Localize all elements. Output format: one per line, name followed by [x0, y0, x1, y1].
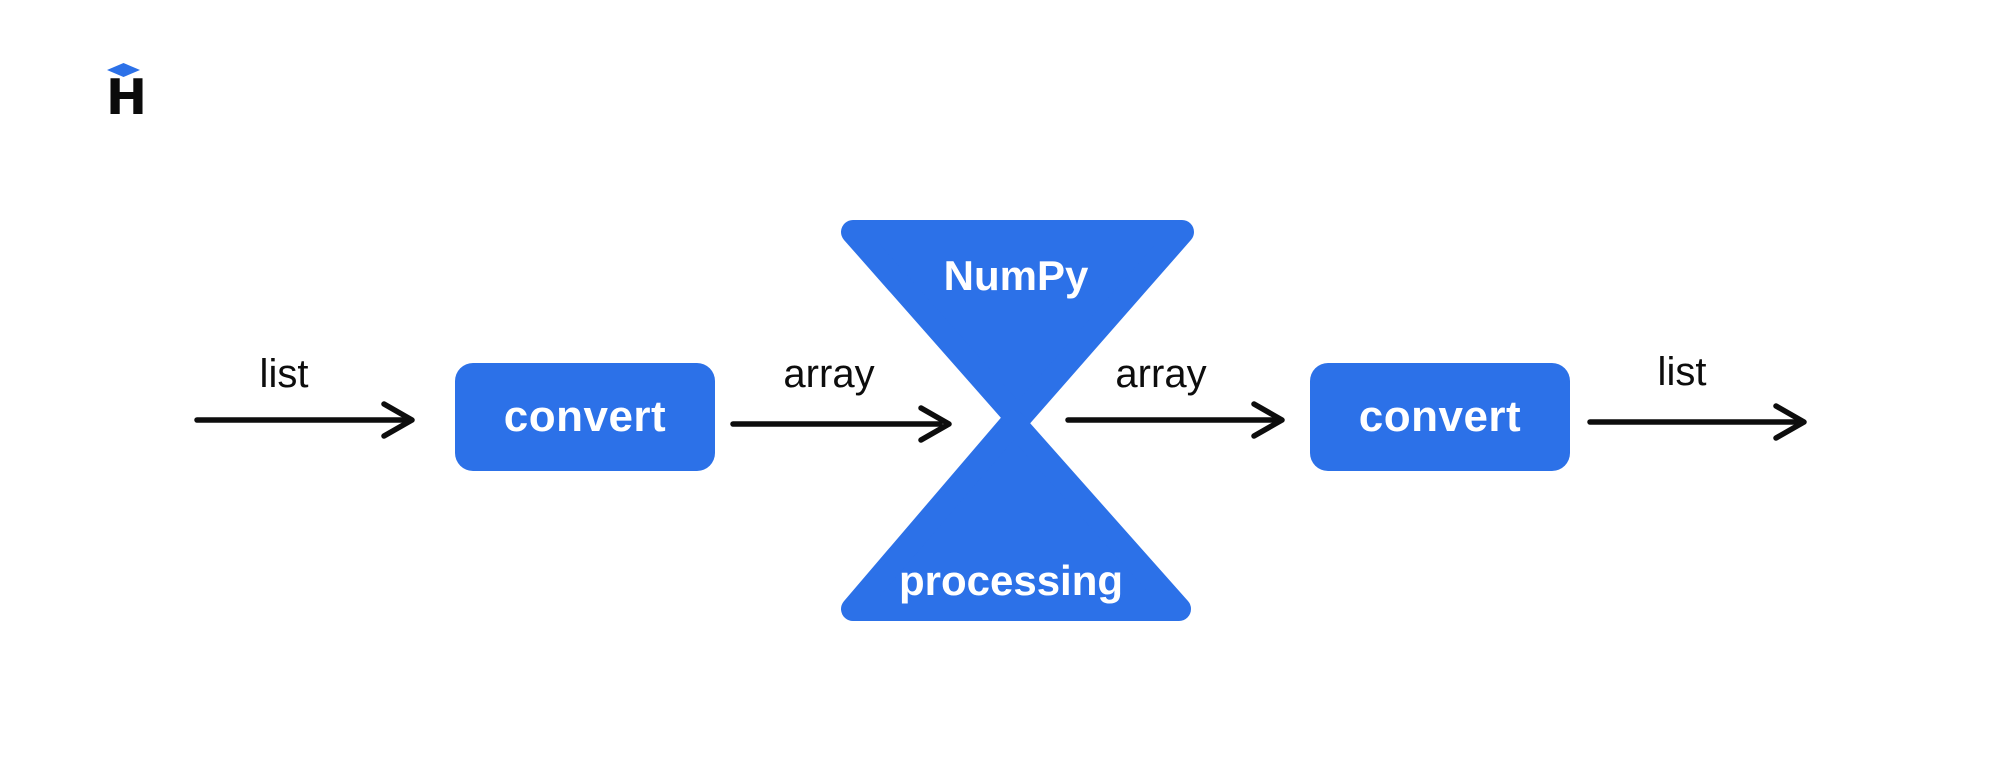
arrow-output-list: [1587, 403, 1807, 441]
hourglass-bottom-triangle: [841, 410, 1191, 621]
hourglass-subtitle: processing: [898, 557, 1124, 604]
arrow-array-out: [1065, 401, 1285, 439]
arrow-input-list: [194, 401, 415, 439]
arrow-array-in: [730, 405, 952, 443]
label-array-out: array: [1115, 352, 1207, 396]
convert-node-right: convert: [1310, 363, 1570, 471]
label-array-in: array: [783, 352, 875, 396]
hourglass-top-triangle: [841, 220, 1194, 431]
convert-node-right-label: convert: [1358, 392, 1522, 441]
convert-node-left-label: convert: [503, 392, 667, 441]
logo-diamond-cap-icon: [107, 63, 140, 77]
hyperskill-logo: H: [104, 60, 148, 126]
convert-node-left: convert: [455, 363, 715, 471]
label-output-list: list: [1657, 350, 1707, 394]
hourglass-title: NumPy: [943, 252, 1089, 299]
label-input-list: list: [259, 352, 309, 396]
logo-letter-h: H: [106, 69, 148, 126]
